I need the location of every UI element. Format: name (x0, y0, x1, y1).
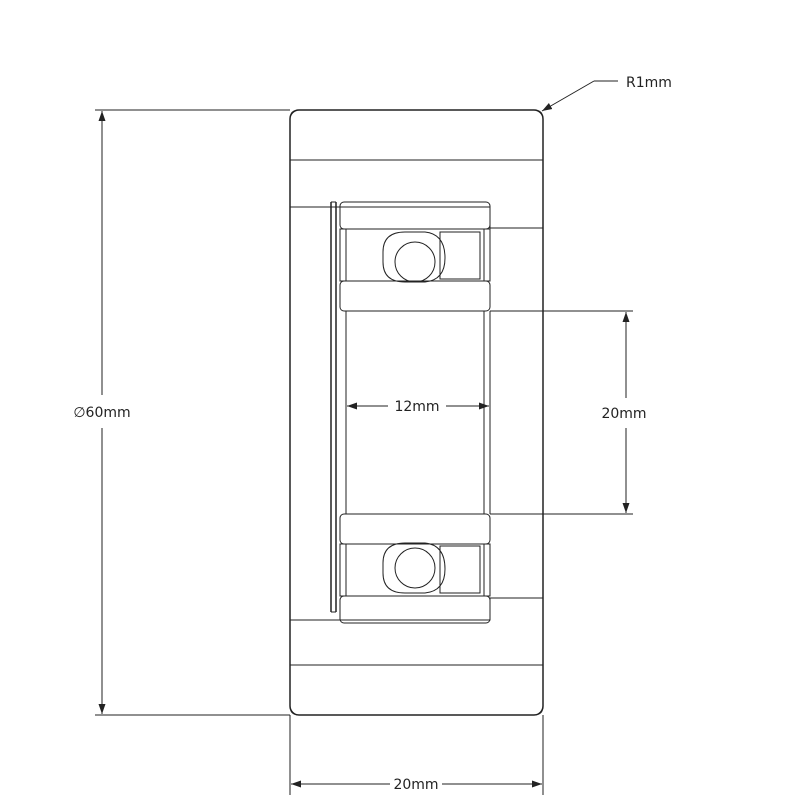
bearing-inner-ring-bottom (339, 513, 491, 545)
dimension-edge-radius: R1mm (541, 75, 672, 112)
outer-roller (289, 109, 544, 716)
edge-radius-label: R1mm (626, 75, 672, 91)
dimension-bore-height: 20mm (490, 310, 647, 515)
bearing-lower-section (339, 513, 491, 624)
roller-top-band (289, 109, 544, 161)
dimension-outer-diameter: ∅60mm (73, 109, 290, 716)
bearing-upper-section (339, 201, 491, 312)
bore (345, 311, 491, 514)
bearing-outer-ring-bottom (339, 595, 491, 624)
dimension-bore: 12mm (347, 399, 489, 415)
dimension-width: 20mm (289, 715, 544, 795)
bearing-outer-ring-top (339, 201, 491, 230)
seal-shield (330, 201, 337, 613)
bearing-ball-bottom (394, 547, 436, 589)
bore-height-label: 20mm (601, 406, 646, 422)
bore-label: 12mm (394, 399, 439, 415)
roller-top-sleeve (289, 159, 544, 229)
roller-bottom-band (289, 664, 544, 716)
outer-diameter-label: ∅60mm (73, 405, 130, 421)
bearing-ball-top (394, 241, 436, 283)
bearing-inner-ring-top (339, 280, 491, 312)
roller-bottom-sleeve (289, 597, 544, 666)
width-label: 20mm (393, 777, 438, 793)
